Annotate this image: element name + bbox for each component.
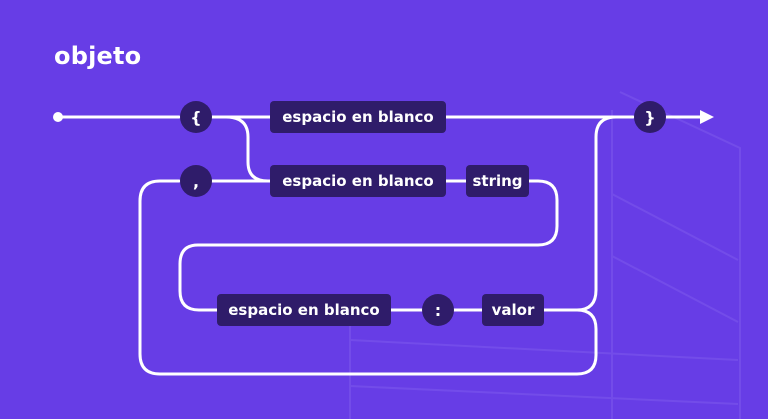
node-comma: ,: [180, 165, 212, 197]
background-pattern-line: [611, 193, 739, 261]
track-lines: [53, 115, 704, 376]
node-value: valor: [482, 294, 544, 326]
background-pattern: [349, 91, 741, 419]
diagram-title: objeto: [54, 42, 142, 70]
entry-dot: [53, 112, 63, 122]
track-value-to-close-brace: [541, 115, 618, 312]
node-whitespace-before-key: espacio en blanco: [270, 165, 446, 197]
node-open-brace: {: [180, 101, 212, 133]
node-whitespace-after-key: espacio en blanco: [217, 294, 391, 326]
node-colon: :: [422, 294, 454, 326]
track-branch-to-key: [224, 115, 270, 183]
node-whitespace-top: espacio en blanco: [270, 101, 446, 133]
background-pattern-line: [349, 385, 739, 405]
exit-arrow-icon: [700, 110, 714, 124]
track-string-to-whitespace: [178, 179, 559, 312]
background-pattern-line: [619, 91, 741, 419]
background-pattern-line: [611, 255, 739, 323]
background-pattern-line: [349, 339, 739, 361]
node-string: string: [466, 165, 529, 197]
node-close-brace: }: [634, 101, 666, 133]
track-loop-to-comma: [138, 179, 598, 376]
